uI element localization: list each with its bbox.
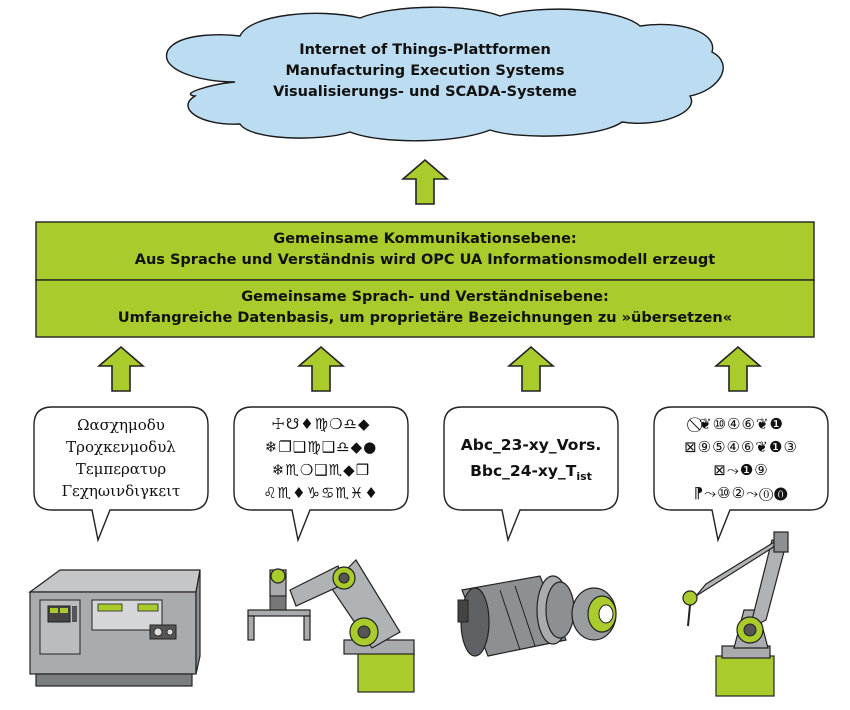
speech-bubble-3 [443,406,619,543]
bubble-3-line-2: Bbc_24-xy_Tist [444,458,618,490]
bubble-3-line-2-main: Bbc_24-xy_T [470,462,577,480]
cloud [165,6,724,142]
lathe-machine [28,569,201,687]
bubble-2-line-2: ❄❐❑♍❑♎◆● [264,438,378,456]
communication-layer [35,221,815,281]
speech-bubble-1 [33,406,209,543]
bubble-4-line-2: ⊠⑨⑤④⑥❦❶③ [684,438,798,456]
bubble-4-line-1: ⃠❦⑩④⑥❦❶ [698,415,784,433]
up-arrow-2 [298,346,344,392]
communication-layer-text: Gemeinsame Kommunikationsebene: Aus Spra… [36,229,814,271]
bubble-2-text: ☩☋♦♍❍♎◆ ❄❐❑♍❑♎◆● ❄♏❍❑♏◆❒ ♌♏♦♑♋♏♓♦ [234,413,408,505]
cloud-line-1: Internet of Things-Plattformen [299,42,551,58]
language-layer-text: Gemeinsame Sprach- und Verständnisebene:… [36,287,814,329]
bubble-4-line-3: ⊠⤳❶⑨ [713,461,769,479]
bubble-4-line-4: ⁋⤳⑩②⤳⓪⓿ [693,484,789,502]
cloud-line-3: Visualisierungs- und SCADA-Systeme [273,84,577,100]
cloud-line-2: Manufacturing Execution Systems [285,63,565,79]
bubble-3-text: Abc_23-xy_Vors. Bbc_24-xy_Tist [444,432,618,490]
speech-bubble-2 [233,406,409,543]
cloud-label: Internet of Things-Plattformen Manufactu… [250,40,600,103]
communication-layer-title: Gemeinsame Kommunikationsebene: [273,231,577,247]
up-arrow-to-cloud [402,159,448,205]
bubble-1-line-3: Τεμπερατυρ [75,460,167,478]
bubble-2-line-3: ❄♏❍❑♏◆❒ [271,461,371,479]
speech-bubble-4 [653,406,829,543]
bubble-2-line-1: ☩☋♦♍❍♎◆ [271,415,371,433]
articulated-robot [682,531,789,697]
bubble-1-line-1: Ωασχημοδυ [77,416,165,434]
bubble-2-line-4: ♌♏♦♑♋♏♓♦ [263,484,379,502]
bubble-1-line-2: Τροχκενμοδυλ [66,438,176,456]
language-layer-title: Gemeinsame Sprach- und Verständnisebene: [241,289,609,305]
communication-layer-description: Aus Sprache und Verständnis wird OPC UA … [134,252,716,268]
up-arrow-4 [715,346,761,392]
bubble-4-text: ⃠❦⑩④⑥❦❶ ⊠⑨⑤④⑥❦❶③ ⊠⤳❶⑨ ⁋⤳⑩②⤳⓪⓿ [654,413,828,505]
bubble-1-line-4: Γεχηωινδιγκειτ [61,482,181,500]
up-arrow-3 [508,346,554,392]
language-layer [35,279,815,338]
gripper-robot [247,559,415,693]
bubble-1-text: Ωασχημοδυ Τροχκενμοδυλ Τεμπερατυρ Γεχηωι… [34,414,208,502]
bubble-3-line-1: Abc_23-xy_Vors. [460,436,602,454]
spindle-motor [457,575,617,657]
bubble-3-line-2-subscript: ist [576,470,592,484]
language-layer-description: Umfangreiche Datenbasis, um proprietäre … [117,310,733,326]
up-arrow-1 [98,346,144,392]
